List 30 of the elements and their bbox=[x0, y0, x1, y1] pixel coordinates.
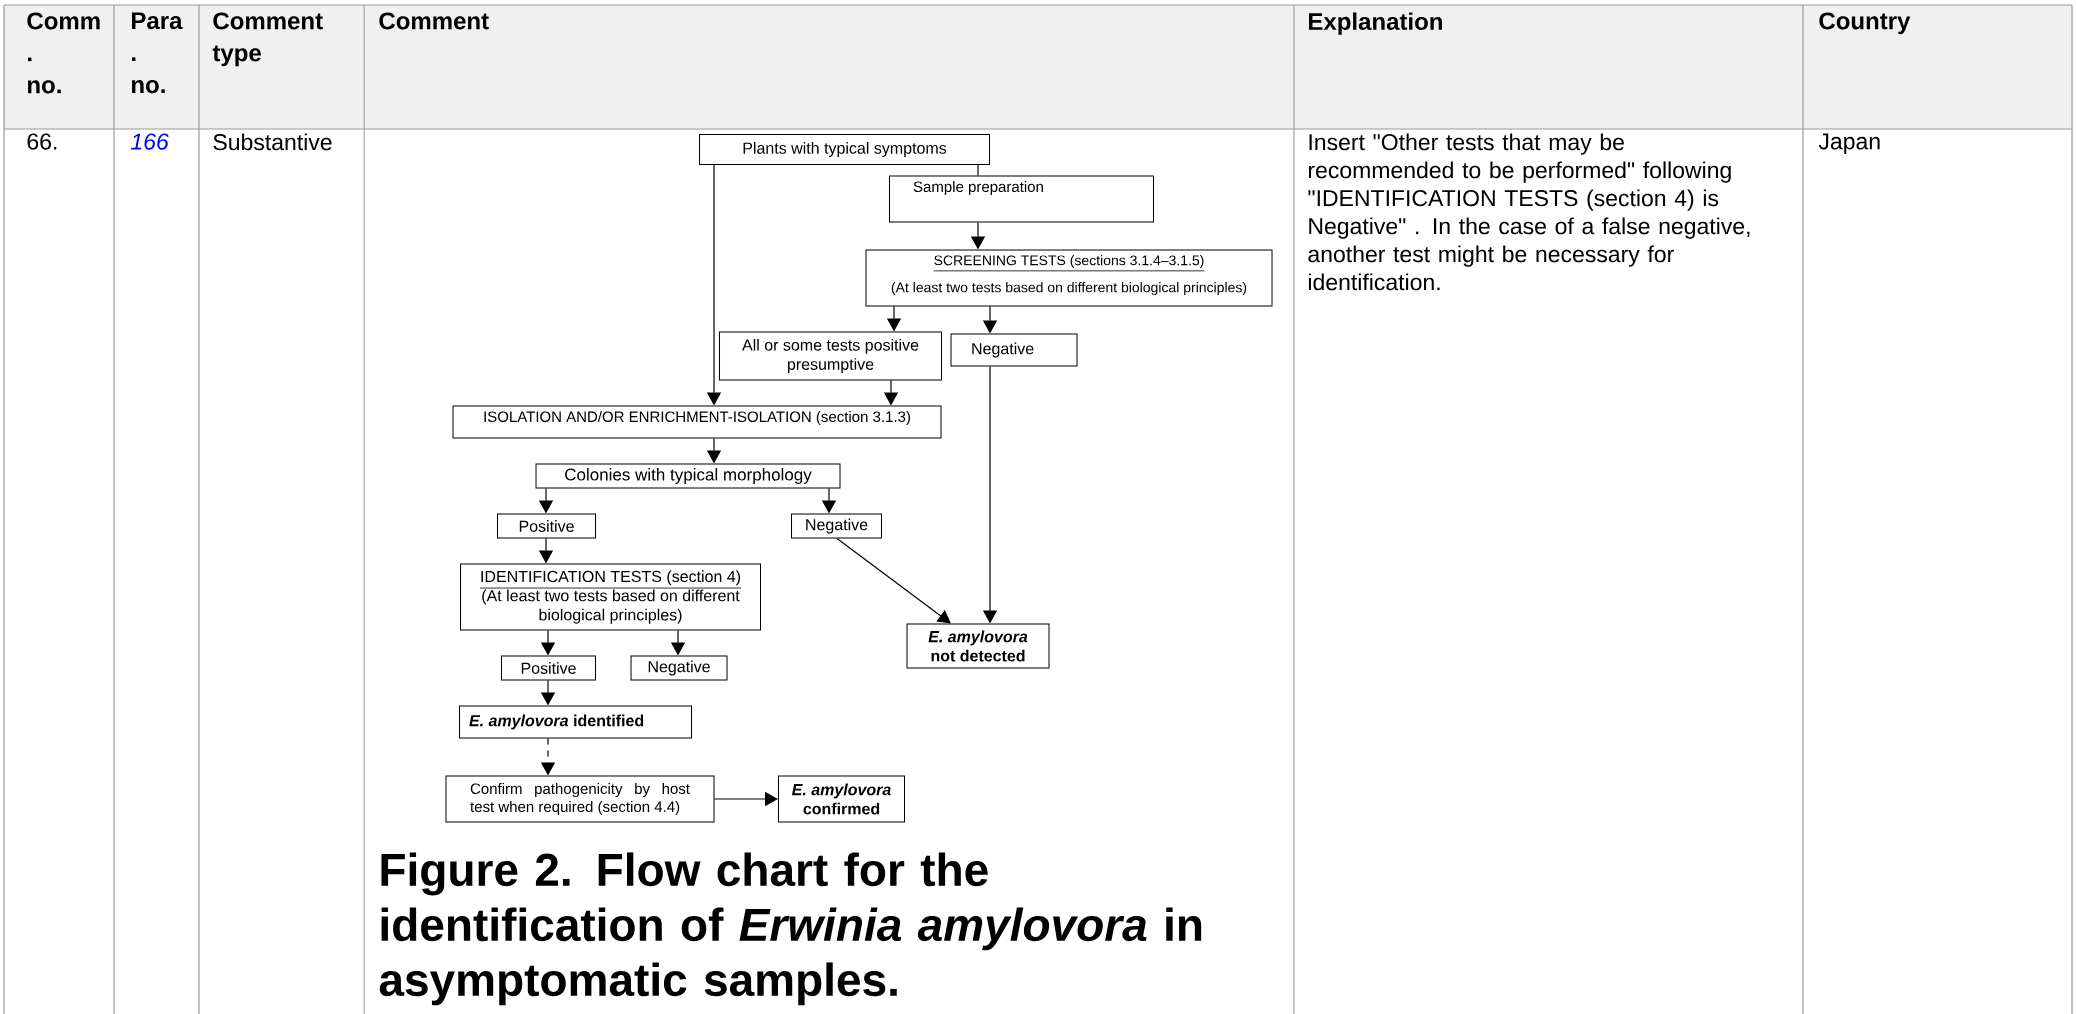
process-box: All or some tests positive presumptive bbox=[719, 331, 942, 381]
column-heading: Explanation bbox=[1309, 12, 1442, 35]
result-box: E. amylovora confirmed bbox=[778, 775, 905, 823]
result-box: E. amylovora not detected bbox=[906, 623, 1050, 669]
process-box: Positive bbox=[497, 513, 596, 539]
process-box: Plants with typical symptoms bbox=[699, 134, 990, 165]
column-heading: Country bbox=[1819, 12, 1911, 35]
column-heading: Comm . no. bbox=[27, 12, 100, 94]
test-box: IDENTIFICATION TESTS (section 4) (At least two tests based on different biological principles) bbox=[460, 563, 761, 631]
process-box: Negative bbox=[791, 513, 882, 539]
arrow bbox=[836, 537, 951, 624]
column-heading: Para . no. bbox=[132, 12, 183, 94]
column-heading: Comment bbox=[379, 12, 489, 30]
process-box: Negative bbox=[950, 333, 1078, 367]
paragraph-link: 166 bbox=[131, 133, 169, 150]
process-box: Sample preparation bbox=[889, 175, 1154, 223]
process-box: Confirm pathogenicity by host test when required (section 4.4) bbox=[445, 775, 715, 823]
country-name: Japan bbox=[1818, 133, 1880, 154]
process-box: Positive bbox=[501, 655, 596, 681]
test-box: SCREENING TESTS (sections 3.1.4–3.1.5) (At least two tests based on different biological principles) bbox=[865, 249, 1273, 307]
column-heading: Comment type bbox=[212, 12, 323, 67]
comment-type: Substantive bbox=[213, 133, 332, 151]
result-box: E. amylovora identified bbox=[459, 705, 692, 739]
row-number: 66. bbox=[27, 133, 57, 150]
process-box: Negative bbox=[630, 655, 728, 681]
process-box: Colonies with typical morphology bbox=[535, 463, 841, 489]
explanation-text: Insert "Other tests that may be recommended to be performed" following "IDENTIFICATION TESTS (section 4) is Negative" . In the case of a false negative, another test might be necessary for identification. bbox=[1308, 133, 1750, 291]
process-box: ISOLATION AND/OR ENRICHMENT-ISOLATION (section 3.1.3) bbox=[452, 405, 942, 439]
figure-caption: Figure 2. Flow chart for the identification of Erwinia amylovora in asymptomatic samples. bbox=[379, 852, 1202, 1006]
connector-line bbox=[977, 164, 979, 177]
